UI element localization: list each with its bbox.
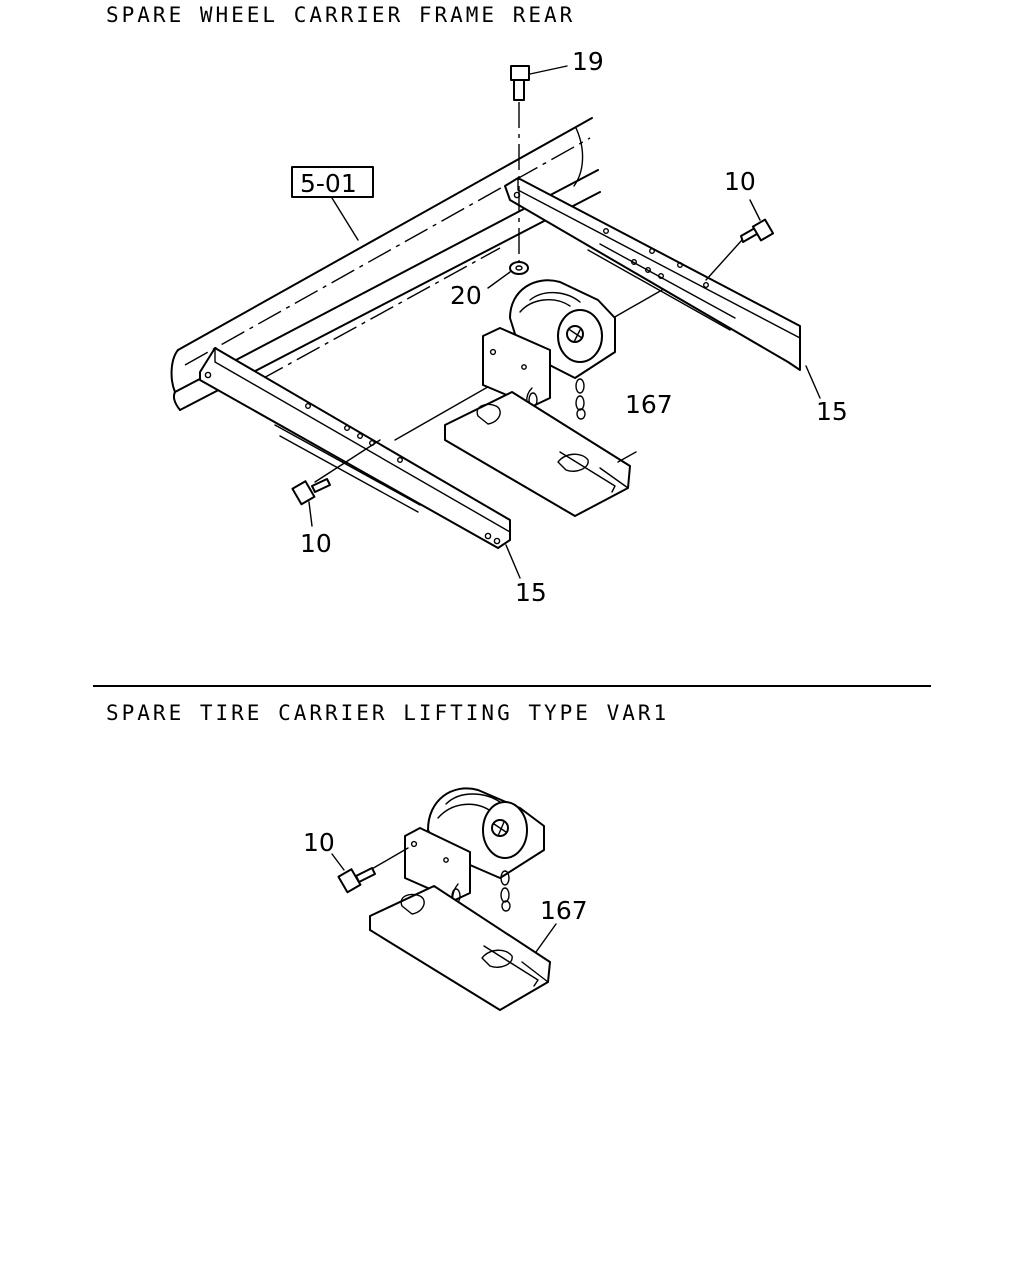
bolt-10-var1-icon[interactable]: 10 [303,828,409,894]
callout-15-left: 15 [515,578,547,607]
callout-15-right-group: 15 [805,365,848,426]
callout-167-1: 167 [625,390,673,419]
carrier-bracket-167-2[interactable]: 167 [369,885,588,1011]
bolt-19-icon[interactable]: 19 [510,47,604,262]
section-title-lifting-type: SPARE TIRE CARRIER LIFTING TYPE VAR1 [106,701,670,725]
callout-20: 20 [450,281,482,310]
reference-label: 5-01 [300,169,357,198]
bolt-10-right-icon[interactable]: 10 [705,167,775,281]
crossmember-right [504,177,801,371]
bolt-10-left-icon[interactable]: 10 [291,439,381,558]
crossmember-left [199,347,511,549]
winch-assembly-2[interactable] [404,787,545,943]
callout-19: 19 [572,47,604,76]
callout-10-right: 10 [724,167,756,196]
reference-box-5-01[interactable]: 5-01 [291,166,374,241]
callout-10-var1: 10 [303,828,335,857]
callout-15-right: 15 [816,397,848,426]
nut-20-icon[interactable]: 20 [450,261,529,310]
callout-10-left: 10 [300,529,332,558]
section-title-frame-rear: SPARE WHEEL CARRIER FRAME REAR [106,3,576,27]
callout-167-2: 167 [540,896,588,925]
callout-15-left-group: 15 [505,544,547,607]
carrier-bracket-167-1[interactable]: 167 [444,390,673,517]
winch-assembly-1[interactable] [394,279,663,449]
